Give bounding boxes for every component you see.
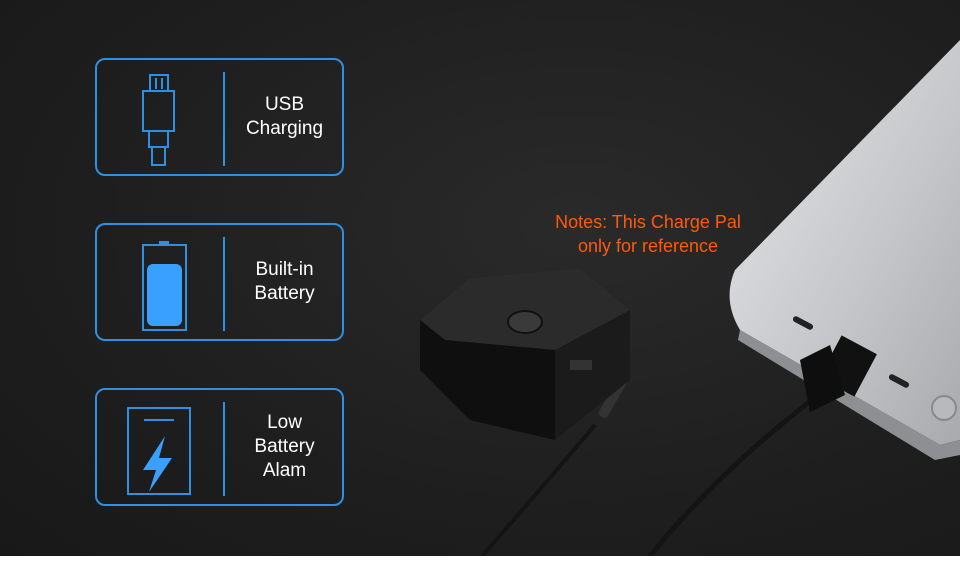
usb-plug-icon: [125, 72, 195, 166]
usb-cable: [648, 398, 814, 558]
note-line: only for reference: [577, 236, 719, 256]
magnetic-cable: [480, 423, 597, 558]
label-line: USB: [264, 94, 305, 115]
note-line: Notes: This Charge Pal: [555, 212, 741, 232]
divider: [223, 72, 225, 166]
reference-note: Notes: This Charge Pal only for referenc…: [520, 210, 776, 258]
label-line: Built-in: [255, 259, 314, 280]
label-line: Alam: [262, 460, 307, 481]
bottom-strip: [0, 556, 960, 565]
divider: [223, 237, 225, 331]
feature-label: USB Charging: [227, 60, 342, 174]
label-line: Battery: [254, 283, 315, 304]
lightning-bolt-icon: [125, 402, 195, 496]
battery-icon: [125, 237, 195, 331]
label-line: Charging: [245, 118, 324, 139]
divider: [223, 402, 225, 496]
label-line: Battery: [254, 436, 315, 457]
label-line: Low: [267, 412, 302, 433]
gps-tracker-device: [420, 268, 630, 440]
feature-usb-charging: USB Charging: [95, 58, 344, 176]
